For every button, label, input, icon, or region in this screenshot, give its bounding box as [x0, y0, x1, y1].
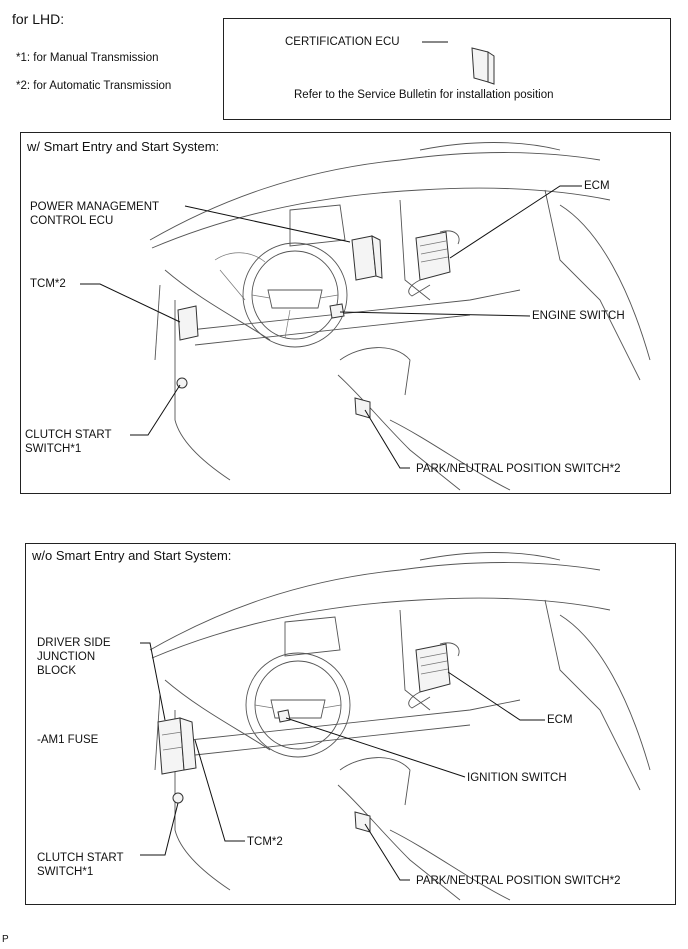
note-automatic-transmission: *2: for Automatic Transmission	[16, 80, 172, 92]
certification-ecu-icon	[422, 41, 495, 85]
label-park-neutral-1: PARK/NEUTRAL POSITION SWITCH*2	[416, 463, 621, 475]
label-ecm-2: ECM	[547, 714, 573, 726]
junction-block-part	[157, 717, 185, 775]
ecm-part-1	[415, 231, 451, 281]
label-tcm-2: TCM*2	[247, 836, 283, 848]
panel1-title: w/ Smart Entry and Start System:	[27, 139, 220, 154]
ignition-switch-part	[277, 709, 291, 723]
panel2-title: w/o Smart Entry and Start System:	[32, 548, 232, 563]
label-am1-fuse: -AM1 FUSE	[37, 734, 99, 746]
panel1-dashboard-lines	[149, 142, 651, 491]
label-ecm-1: ECM	[584, 180, 610, 192]
label-clutch-start-2-line2: SWITCH*1	[37, 866, 94, 878]
label-engine-switch: ENGINE SWITCH	[532, 310, 625, 322]
panel1-leader-lines	[80, 185, 582, 469]
service-bulletin-note: Refer to the Service Bulletin for instal…	[294, 89, 554, 101]
panel-with-smart-entry	[20, 132, 671, 494]
tcm-part-1	[177, 305, 199, 341]
panel2-dashboard-lines	[149, 552, 651, 901]
label-power-management-line2: CONTROL ECU	[30, 215, 114, 227]
panel-without-smart-entry	[25, 543, 676, 905]
label-tcm-1: TCM*2	[30, 278, 66, 290]
label-junction-block-line1: DRIVER SIDE	[37, 637, 111, 649]
label-junction-block-line3: BLOCK	[37, 665, 76, 677]
panel1-components	[176, 230, 460, 419]
page-title: for LHD:	[12, 11, 65, 27]
panel2-leader-lines	[140, 642, 545, 881]
engine-switch-part	[329, 303, 345, 319]
certification-ecu-label: CERTIFICATION ECU	[285, 36, 400, 48]
certification-ecu-box	[223, 18, 671, 120]
label-clutch-start-1-line1: CLUTCH START	[25, 429, 112, 441]
panel1-steering-wheel	[242, 242, 348, 348]
label-ignition-switch: IGNITION SWITCH	[467, 772, 567, 784]
label-power-management-line1: POWER MANAGEMENT	[30, 201, 160, 213]
label-park-neutral-2: PARK/NEUTRAL POSITION SWITCH*2	[416, 875, 621, 887]
ecm-part-2	[415, 643, 451, 693]
panel2-steering-wheel	[245, 652, 351, 758]
label-junction-block-line2: JUNCTION	[37, 651, 96, 663]
note-manual-transmission: *1: for Manual Transmission	[16, 52, 159, 64]
footer-mark: P	[2, 934, 9, 945]
label-clutch-start-2-line1: CLUTCH START	[37, 852, 124, 864]
clutch-switch-part-2	[172, 792, 184, 804]
label-clutch-start-1-line2: SWITCH*1	[25, 443, 82, 455]
panel2-components	[157, 642, 460, 833]
